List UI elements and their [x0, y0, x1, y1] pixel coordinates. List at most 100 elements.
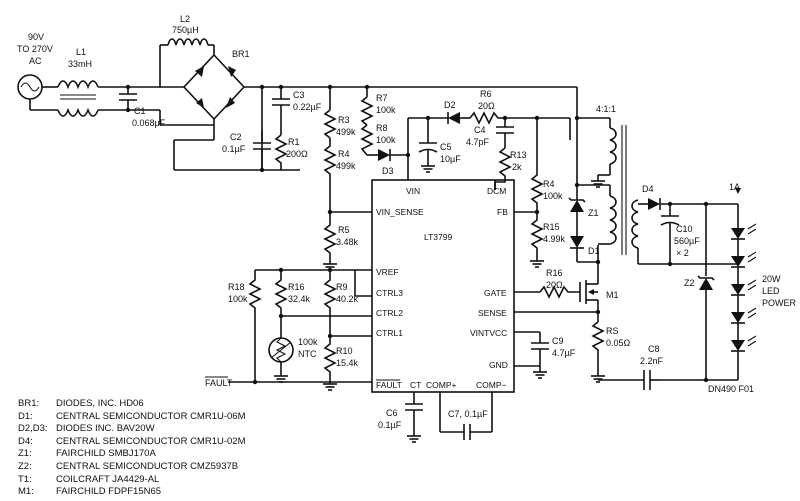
- bom-row: D1: CENTRAL SEMICONDUCTOR CMR1U-06M: [18, 411, 246, 424]
- capacitor-c8: [643, 370, 660, 390]
- resistor-r18: [248, 270, 262, 382]
- resistor-r15: [529, 212, 545, 268]
- d3-ref: D3: [382, 166, 394, 176]
- r1-value: 200Ω: [286, 149, 308, 159]
- l1-value: 33mH: [68, 59, 92, 69]
- pin-comp-plus: COMP+: [426, 380, 457, 390]
- pin-fault: FAULT: [376, 380, 402, 390]
- r3-value: 499k: [336, 127, 356, 137]
- r7-ref: R7: [376, 93, 388, 103]
- resistor-r1: [259, 134, 288, 173]
- pin-vref: VREF: [376, 267, 399, 277]
- r6-value: 20Ω: [478, 101, 495, 111]
- resistor-r6: [469, 111, 537, 125]
- pin-dcm: DCM: [487, 186, 506, 196]
- r16-ref: R16: [546, 268, 563, 278]
- r6-ref: R6: [480, 89, 492, 99]
- z1-ref: Z1: [588, 208, 599, 218]
- capacitor-c1: [119, 84, 137, 113]
- ic-name: LT3799: [424, 232, 452, 242]
- bom-row: T1:COILCRAFT JA4429-AL: [18, 474, 246, 487]
- diode-d2: [447, 112, 470, 124]
- capacitor-c9: [531, 332, 549, 366]
- capacitor-c7: [439, 392, 493, 440]
- r15-value: 4.99k: [543, 234, 566, 244]
- r15-ref: R15: [543, 222, 560, 232]
- bom-ref: D1:: [18, 410, 33, 422]
- bom-part: FAIRCHILD FDPF15N65: [56, 486, 162, 498]
- r13-value: 2k: [512, 162, 522, 172]
- resistor-r8: [360, 124, 374, 156]
- c1-value: 0.068µF: [132, 118, 166, 128]
- bom-row: M1: FAIRCHILD FDPF15N65: [18, 486, 246, 499]
- resistor-r16-32k: [274, 270, 288, 316]
- t1-ratio: 4:1:1: [596, 104, 616, 114]
- bom-ref: T1:: [18, 473, 32, 485]
- l1-ref: L1: [76, 47, 86, 57]
- r9-ref: R9: [336, 282, 348, 292]
- load-label-1: 20W: [762, 274, 781, 284]
- r18-ref: R18: [228, 282, 245, 292]
- pin-ctrl2: CTRL2: [376, 308, 403, 318]
- thermistor-ntc: [268, 316, 294, 383]
- r10-value: 15.4k: [336, 358, 359, 368]
- transformer-t1: [577, 117, 648, 264]
- r4b-ref: R4: [543, 179, 555, 189]
- inductor-l1: [57, 80, 99, 117]
- d2-ref: D2: [444, 100, 456, 110]
- diode-d4: [648, 198, 738, 210]
- c10-ref: C10: [676, 224, 693, 234]
- d4-ref: D4: [642, 184, 654, 194]
- bom-part: DIODES INC. BAV20W: [56, 423, 155, 435]
- bom-ref: BR1:: [18, 398, 40, 409]
- pin-vin: VIN: [406, 186, 420, 196]
- bom-ref: D4:: [18, 435, 33, 447]
- pin-ctrl3: CTRL3: [376, 288, 403, 298]
- zener-z2: [697, 204, 715, 380]
- led-string: [731, 220, 757, 360]
- bom-row: D4:CENTRAL SEMICONDUCTOR CMR1U-02M: [18, 436, 246, 449]
- ntc-label: NTC: [298, 349, 317, 359]
- bom-row: BR1: DIODES, INC. HD06: [18, 398, 246, 411]
- resistor-r3: [323, 109, 337, 139]
- r8-value: 100k: [376, 135, 396, 145]
- bom-ref: M1:: [18, 486, 34, 498]
- bom-part: FAIRCHILD SMBJ170A: [56, 448, 156, 460]
- l2-ref: L2: [180, 14, 190, 24]
- pin-ct: CT: [410, 380, 421, 390]
- bom-part: CENTRAL SEMICONDUCTOR CMZ5937B: [56, 460, 239, 472]
- rs-ref: RS: [606, 326, 619, 336]
- c5-value: 10µF: [440, 154, 461, 164]
- r7-value: 100k: [376, 105, 396, 115]
- bom-row: Z2:CENTRAL SEMICONDUCTOR CMZ5937B: [18, 461, 246, 474]
- r5-ref: R5: [338, 225, 350, 235]
- bom-part: CENTRAL SEMICONDUCTOR CMR1U-06M: [56, 410, 246, 422]
- c8-value: 2.2nF: [640, 356, 664, 366]
- pin-ctrl1: CTRL1: [376, 328, 403, 338]
- bom-part: DIODES, INC. HD06: [56, 398, 144, 409]
- input-voltage-2: TO 270V: [17, 44, 53, 54]
- c6-value: 0.1µF: [378, 420, 402, 430]
- r10-ref: R10: [336, 346, 353, 356]
- c5-ref: C5: [440, 142, 452, 152]
- c3-value: 0.22µF: [293, 102, 322, 112]
- z2-ref: Z2: [684, 278, 695, 288]
- r16-value: 20Ω: [546, 280, 563, 290]
- pin-vin-sense: VIN_SENSE: [376, 207, 424, 217]
- bom-row: Z1: FAIRCHILD SMBJ170A: [18, 448, 246, 461]
- capacitor-c6: [405, 392, 423, 443]
- pin-sense: SENSE: [478, 308, 507, 318]
- c3-ref: C3: [293, 90, 305, 100]
- led: [731, 220, 757, 248]
- rs-value: 0.05Ω: [606, 338, 631, 348]
- diode-d3: [378, 149, 408, 161]
- bom-ref: Z1:: [18, 448, 32, 460]
- resistor-r13: [494, 147, 512, 190]
- load-label-3: POWER: [762, 298, 797, 308]
- ic-lt3799: [371, 179, 515, 393]
- c9-ref: C9: [552, 336, 564, 346]
- m1-ref: M1: [606, 290, 619, 300]
- resistor-r5: [322, 212, 338, 271]
